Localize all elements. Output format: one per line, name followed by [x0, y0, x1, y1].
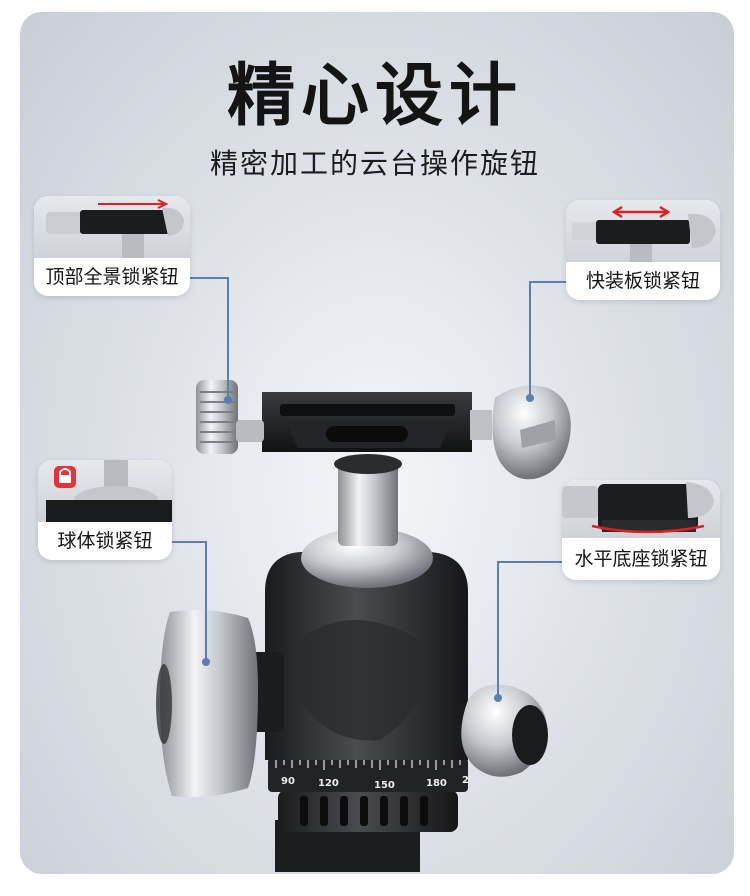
ball-lock-thumb: [46, 460, 172, 522]
tripod-column: [275, 820, 420, 872]
scale-label-90: 90: [281, 776, 295, 787]
callout-thumb: [566, 200, 720, 262]
scale-label-180: 180: [426, 778, 447, 789]
scale-label-2: 2: [462, 775, 469, 786]
top-pan-lock-knob: [196, 380, 264, 454]
callout-top-pan-lock: 顶部全景锁紧钮: [34, 196, 190, 296]
callout-thumb: [562, 480, 720, 538]
base-level-lock-thumb: [562, 482, 714, 534]
callout-quick-release-lock: 快装板锁紧钮: [566, 200, 720, 300]
callout-top-pan-lock-label: 顶部全景锁紧钮: [34, 258, 190, 296]
callout-base-level-lock: 水平底座锁紧钮: [562, 480, 720, 580]
top-pan-lock-thumb: [46, 199, 184, 258]
base-ring-grip: [300, 796, 428, 826]
page-subtitle: 精密加工的云台操作旋钮: [209, 147, 540, 180]
ball-lock-knob: [156, 610, 284, 797]
quick-release-lock-knob: [470, 385, 571, 480]
base-level-lock-knob: [458, 684, 548, 777]
callout-quick-release-lock-label: 快装板锁紧钮: [566, 262, 720, 300]
quick-release-lock-thumb: [572, 205, 716, 262]
lock-icon: [54, 466, 76, 488]
page-title: 精心设计: [226, 57, 523, 136]
callout-thumb: [38, 460, 172, 522]
ball-stem: [338, 462, 398, 546]
scale-ticks: [275, 760, 461, 770]
ball: [301, 528, 433, 588]
callout-base-level-lock-label: 水平底座锁紧钮: [562, 538, 720, 580]
callout-ball-lock: 球体锁紧钮: [38, 460, 172, 560]
callout-ball-lock-label: 球体锁紧钮: [38, 522, 172, 560]
scale-label-150: 150: [374, 780, 395, 791]
callout-thumb: [34, 196, 190, 258]
leader-lines: [172, 277, 566, 702]
scale-label-120: 120: [318, 778, 339, 789]
panorama-scale-ring: [268, 758, 468, 792]
